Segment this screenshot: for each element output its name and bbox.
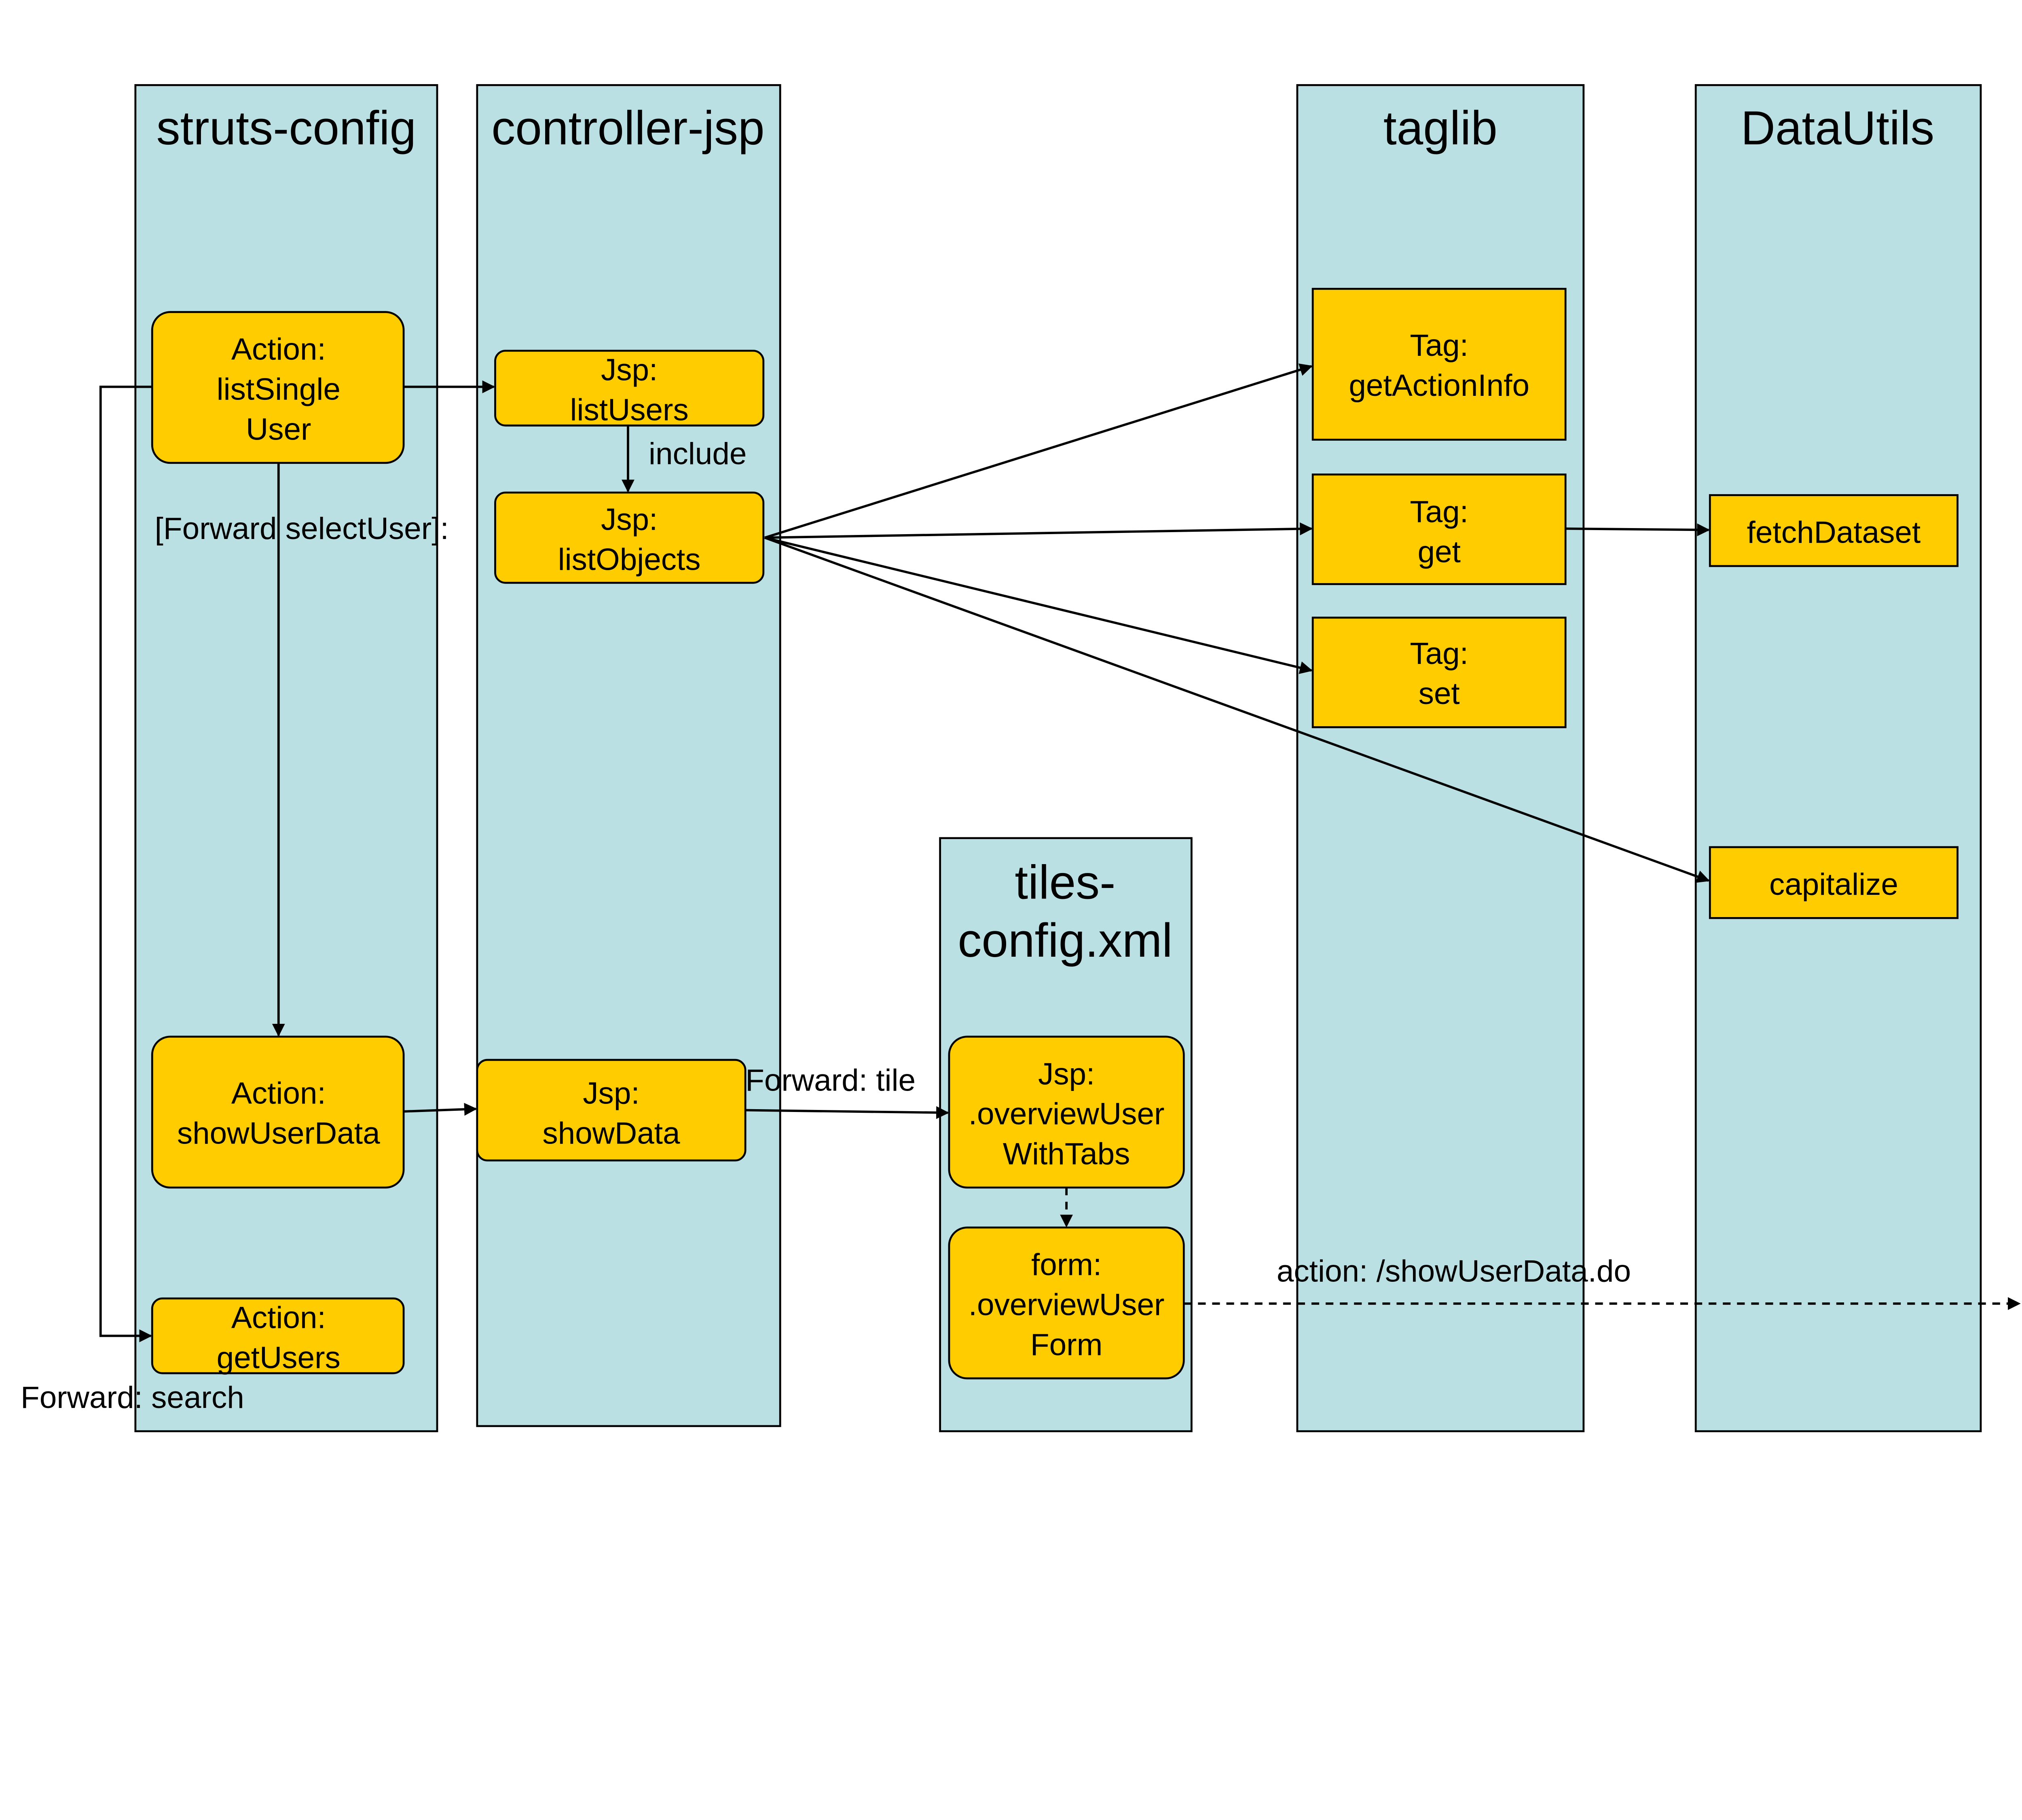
edge-get-fetchdataset	[1565, 523, 1710, 537]
edge-showuserdata-showdata	[403, 1103, 477, 1116]
edges	[99, 363, 2021, 1342]
lane-title: controller-jsp	[491, 101, 764, 155]
label-forward-selectuser: [Forward selectUser]:	[155, 512, 449, 546]
node-tag-getactioninfo[interactable]: Tag: getActionInfo	[1311, 287, 1567, 441]
node-tag-get[interactable]: Tag: get	[1311, 473, 1567, 585]
node-action-showuserdata[interactable]: Action: showUserData	[151, 1036, 405, 1189]
node-label: Form	[1030, 1327, 1103, 1362]
node-label: WithTabs	[1003, 1137, 1130, 1171]
node-label: Jsp:	[583, 1076, 639, 1111]
node-label: Action:	[231, 1076, 326, 1111]
node-label: capitalize	[1769, 867, 1898, 902]
svg-text:Action:showUserData: Action: showUserData	[177, 1076, 380, 1151]
node-label: set	[1419, 676, 1460, 711]
label-action-showuserdata: action: /showUserData.do	[1277, 1254, 1631, 1289]
node-label: showUserData	[177, 1116, 380, 1150]
lane-datautils: DataUtils	[1694, 84, 1982, 1432]
lane-title: struts-config	[157, 101, 417, 155]
node-fetchdataset[interactable]: fetchDataset	[1709, 494, 1959, 567]
node-label: showData	[542, 1116, 680, 1150]
svg-text:Tag:getActionInfo: Tag: getActionInfo	[1349, 328, 1529, 403]
node-label: User	[246, 412, 311, 446]
svg-text:Jsp:showData: Jsp: showData	[542, 1076, 680, 1151]
node-action-getusers[interactable]: Action: getUsers	[151, 1297, 405, 1375]
node-label: form:	[1031, 1248, 1102, 1282]
svg-text:Action:getUsers: Action: getUsers	[217, 1300, 341, 1375]
lane-title: tiles-	[1015, 856, 1115, 909]
node-jsp-listobjects[interactable]: Jsp: listObjects	[494, 491, 765, 584]
lane-struts-config: struts-config	[134, 84, 438, 1432]
node-label: listUsers	[570, 393, 688, 427]
node-label: Action:	[231, 332, 326, 367]
edge-listobjects-getactioninfo	[764, 363, 1313, 539]
node-jsp-showdata[interactable]: Jsp: showData	[476, 1059, 747, 1162]
svg-text:Jsp:listUsers: Jsp: listUsers	[570, 353, 688, 427]
node-label: Action:	[231, 1300, 326, 1335]
lane-controller-jsp: controller-jsp	[476, 84, 781, 1427]
node-label: .overviewUser	[969, 1097, 1165, 1131]
node-label: Jsp:	[601, 353, 658, 387]
node-label: Tag:	[1410, 636, 1468, 671]
node-label: fetchDataset	[1747, 515, 1921, 550]
node-label: Jsp:	[601, 503, 658, 537]
label-forward-tile: Forward: tile	[745, 1063, 916, 1098]
node-label: listSingle	[217, 372, 341, 407]
node-label: getUsers	[217, 1340, 341, 1375]
node-label: getActionInfo	[1349, 368, 1529, 403]
node-label: get	[1417, 535, 1460, 569]
lane-title: config.xml	[958, 914, 1172, 967]
edge-forward-tile	[745, 1106, 949, 1119]
edge-forward-search	[99, 385, 152, 1342]
svg-text:Tag:set: Tag: set	[1410, 636, 1468, 711]
node-label: Jsp:	[1038, 1057, 1095, 1091]
architecture-diagram: struts-config controller-jsp tiles-confi…	[21, 84, 2021, 1432]
node-label: .overviewUser	[969, 1288, 1165, 1322]
label-forward-search: Forward: search	[21, 1380, 244, 1415]
node-jsp-listusers[interactable]: Jsp: listUsers	[494, 349, 765, 427]
edge-listobjects-get	[764, 522, 1313, 539]
edge-listobjects-set	[764, 536, 1313, 674]
node-capitalize[interactable]: capitalize	[1709, 846, 1959, 919]
lane-taglib: taglib	[1296, 84, 1585, 1432]
edge-listobjects-capitalize	[764, 537, 1710, 883]
lane-title: taglib	[1383, 101, 1497, 155]
label-include: include	[649, 437, 747, 471]
svg-text:tiles-config.xml: tiles-config.xml	[958, 856, 1172, 967]
svg-text:Tag:get: Tag: get	[1410, 495, 1468, 569]
svg-text:Jsp:listObjects: Jsp: listObjects	[558, 503, 701, 577]
node-label: listObjects	[558, 542, 701, 577]
node-tag-set[interactable]: Tag: set	[1311, 617, 1567, 728]
lane-title: DataUtils	[1741, 101, 1935, 155]
node-label: Tag:	[1410, 328, 1468, 363]
node-label: Tag:	[1410, 495, 1468, 529]
